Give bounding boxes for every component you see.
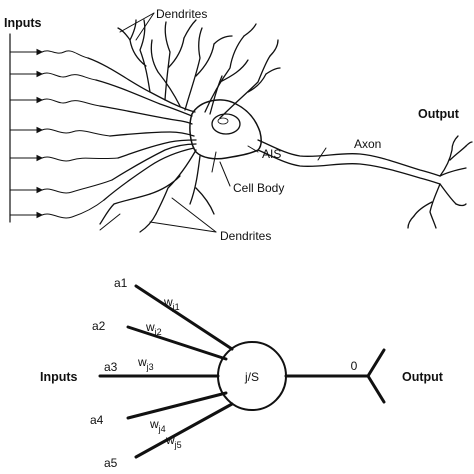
weight-w1: wj1 [163,295,180,312]
input-line-a5 [134,402,234,459]
input-arrowhead-5 [36,154,44,162]
dendrites-bottom-leader-3 [171,197,217,233]
nucleus-shape [211,113,241,135]
dendrites-top-label: Dendrites [156,7,207,21]
perceptron-output-label: Output [402,370,444,384]
weight-w3: wj3 [137,355,154,372]
input-line-a2 [126,325,228,361]
ais-label: AIS [262,147,281,161]
input-name-a1: a1 [114,276,128,290]
axon [257,135,473,229]
cell-body-leader [219,161,231,187]
cell-body-label: Cell Body [233,181,284,195]
dendrites-bottom-leader-2 [149,221,217,233]
dendrites-top-leader-1 [119,12,155,33]
output-value: 0 [351,359,358,373]
node-label: j/S [244,370,259,384]
input-line-a1 [134,284,234,351]
input-arrowhead-3 [36,96,44,104]
output-fork-top [366,348,386,378]
input-arrowhead-6 [36,186,44,194]
input-arrows [9,48,44,219]
perceptron-inputs-label: Inputs [40,370,78,384]
label-leaders [99,12,327,233]
neuron-output-label: Output [418,107,460,121]
weight-w5: wj5 [165,433,182,450]
input-name-a5: a5 [104,456,118,470]
dendrite-tree [87,19,281,233]
weight-w4: wj4 [149,417,166,434]
input-name-a3: a3 [104,360,118,374]
dendrites-bottom-leader-1 [99,213,121,231]
ais-leader [211,151,217,173]
axon-leader [317,147,327,161]
neuron-inputs-label: Inputs [4,16,42,30]
input-name-a2: a2 [92,319,106,333]
input-arrowhead-2 [36,70,44,78]
ais-leader-2 [247,145,259,153]
perceptron-model: j/S 0 Output Inputs a1 a2 a3 a4 a5 wj1 w… [40,276,444,470]
synapse-fibres [41,50,119,219]
input-arrowhead-7 [36,211,44,219]
biological-neuron: Inputs [4,7,473,243]
input-name-a4: a4 [90,413,104,427]
nucleolus-shape [217,117,229,125]
input-arrowhead-4 [36,126,44,134]
input-arrowhead-1 [36,48,44,56]
output-fork-bottom [366,374,386,404]
dendrites-bottom-label: Dendrites [220,229,271,243]
axon-label: Axon [354,137,381,151]
cell-body [189,99,263,160]
input-line-a4 [126,391,228,420]
weight-w2: wj2 [145,320,162,337]
dendrites-top-leader-2 [135,12,155,41]
